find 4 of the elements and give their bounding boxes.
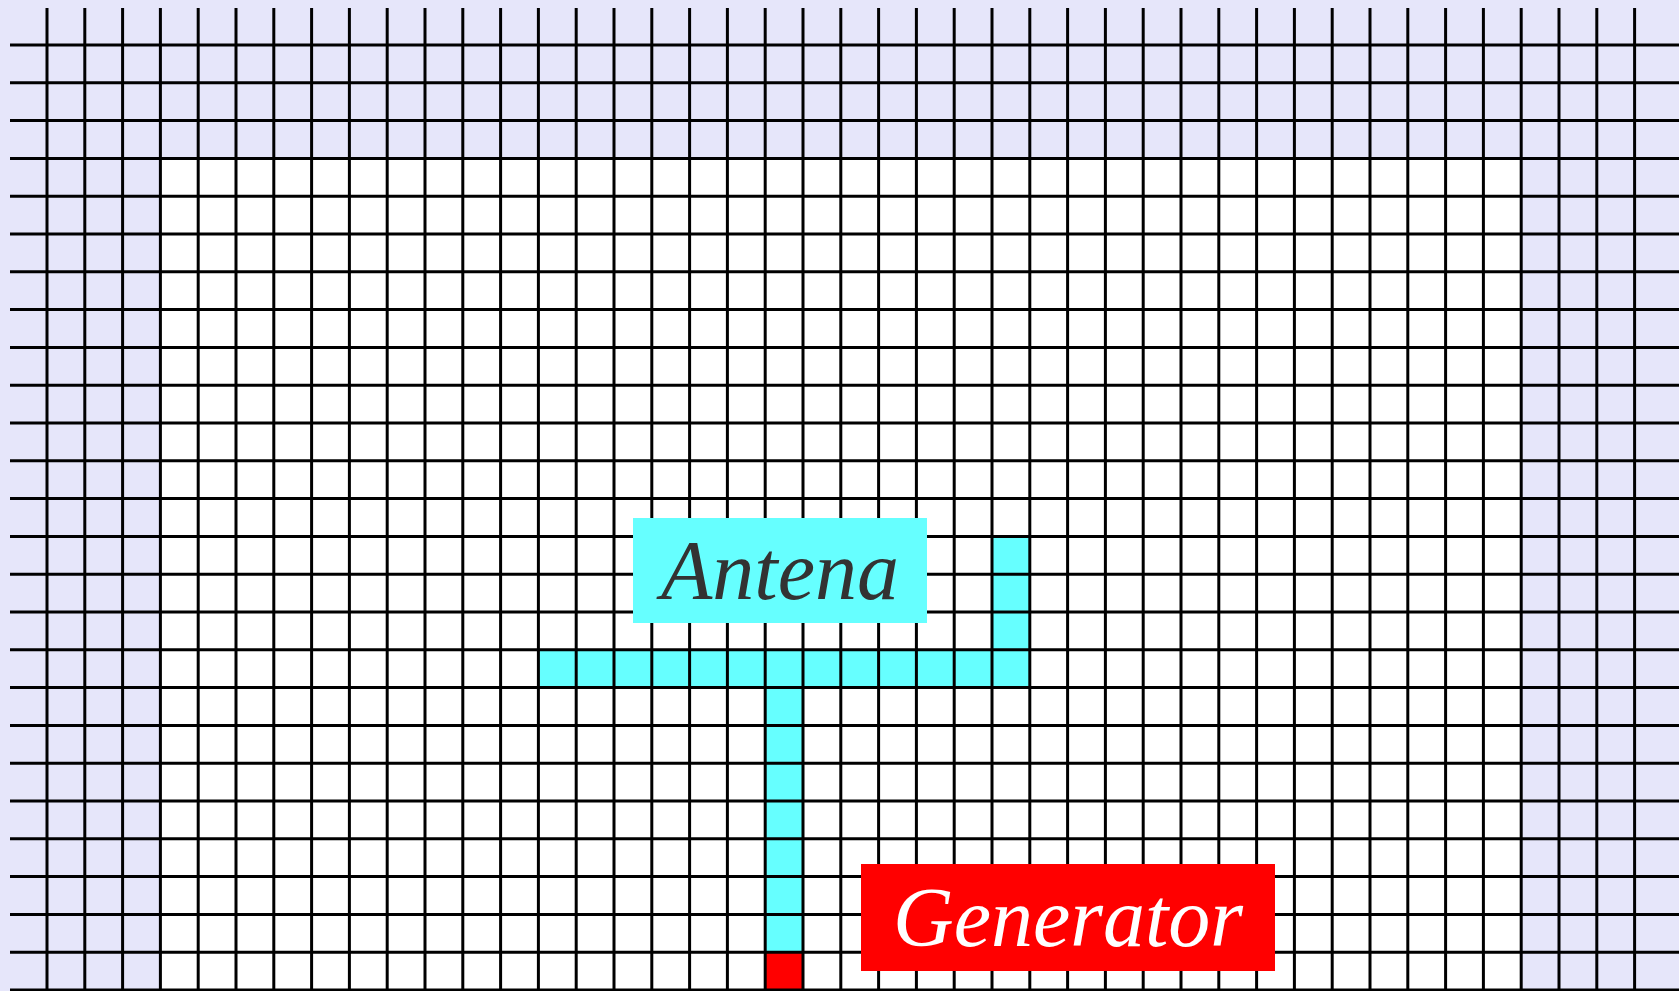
label-text: Antena bbox=[653, 522, 907, 619]
label-box bbox=[633, 518, 927, 623]
label-box bbox=[861, 864, 1275, 971]
label-text: Generator bbox=[892, 870, 1244, 966]
